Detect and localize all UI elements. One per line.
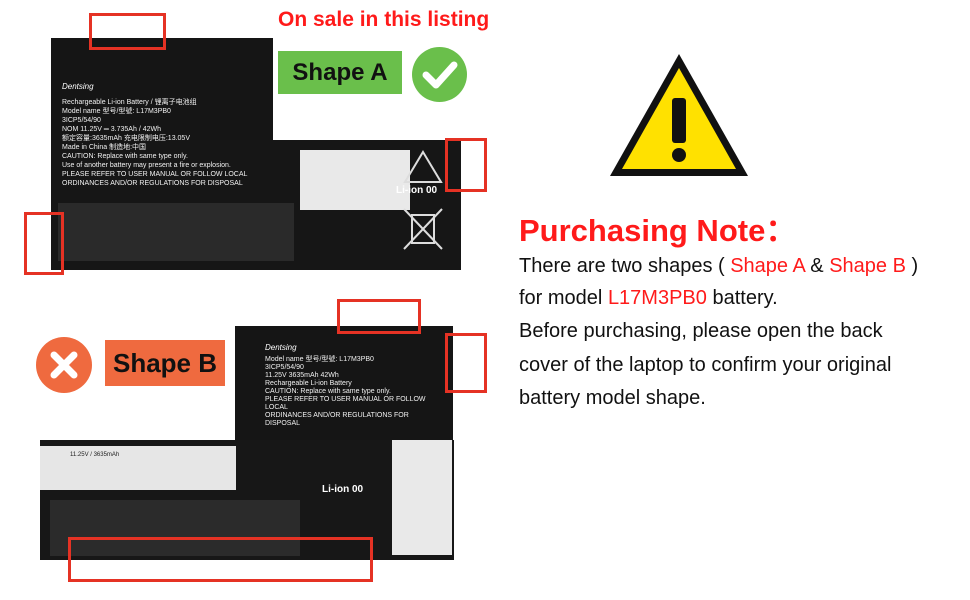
cross-icon (36, 337, 92, 393)
battery-a-brand: Dentsing (62, 82, 94, 91)
recycle-icon (403, 150, 443, 183)
warning-triangle-icon (610, 54, 748, 176)
shape-a-badge: Shape A (278, 51, 402, 94)
highlight-box-right-tab-a (445, 138, 487, 192)
note-line-5: battery model shape. (519, 387, 706, 409)
bin-crossed-icon (403, 208, 443, 250)
battery-b-certification-panel (392, 440, 452, 555)
highlight-box-top-tab-a (89, 13, 166, 50)
note-line-3: Before purchasing, please open the back (519, 320, 883, 342)
highlight-box-right-tab-b (445, 333, 487, 393)
note-line-2: for model L17M3PB0 battery. (519, 287, 778, 309)
on-sale-text: On sale in this listing (278, 8, 490, 31)
battery-b-cell (235, 326, 453, 444)
battery-a-certification-panel (300, 150, 410, 210)
highlight-box-bottom-tab-b (68, 537, 373, 582)
battery-b-rating-text: 11.25V / 3635mAh (70, 452, 120, 458)
battery-a-warning-strip (58, 203, 294, 261)
purchasing-note-title: Purchasing Note： (519, 213, 797, 248)
highlight-box-top-tab-b (337, 299, 421, 334)
highlight-box-left-tab-a (24, 212, 64, 275)
note-line-4: cover of the laptop to confirm your orig… (519, 354, 892, 376)
battery-b-rating-panel (40, 446, 236, 490)
note-line-1: There are two shapes ( Shape A & Shape B… (519, 255, 919, 277)
battery-b-brand: Dentsing (265, 343, 297, 352)
battery-a-li-ion-mark: Li-ion 00 (396, 185, 438, 196)
battery-b-label: Model name 型号/型號: L17M3PB0 3ICP5/54/90 1… (265, 356, 426, 427)
check-icon (412, 47, 467, 102)
battery-b-warning-strip (50, 500, 300, 556)
battery-b-li-ion-mark: Li-ion 00 (322, 484, 364, 495)
battery-a-label: Rechargeable Li-ion Battery / 锂离子电池组 Mod… (62, 99, 248, 187)
shape-b-badge: Shape B (105, 340, 225, 386)
